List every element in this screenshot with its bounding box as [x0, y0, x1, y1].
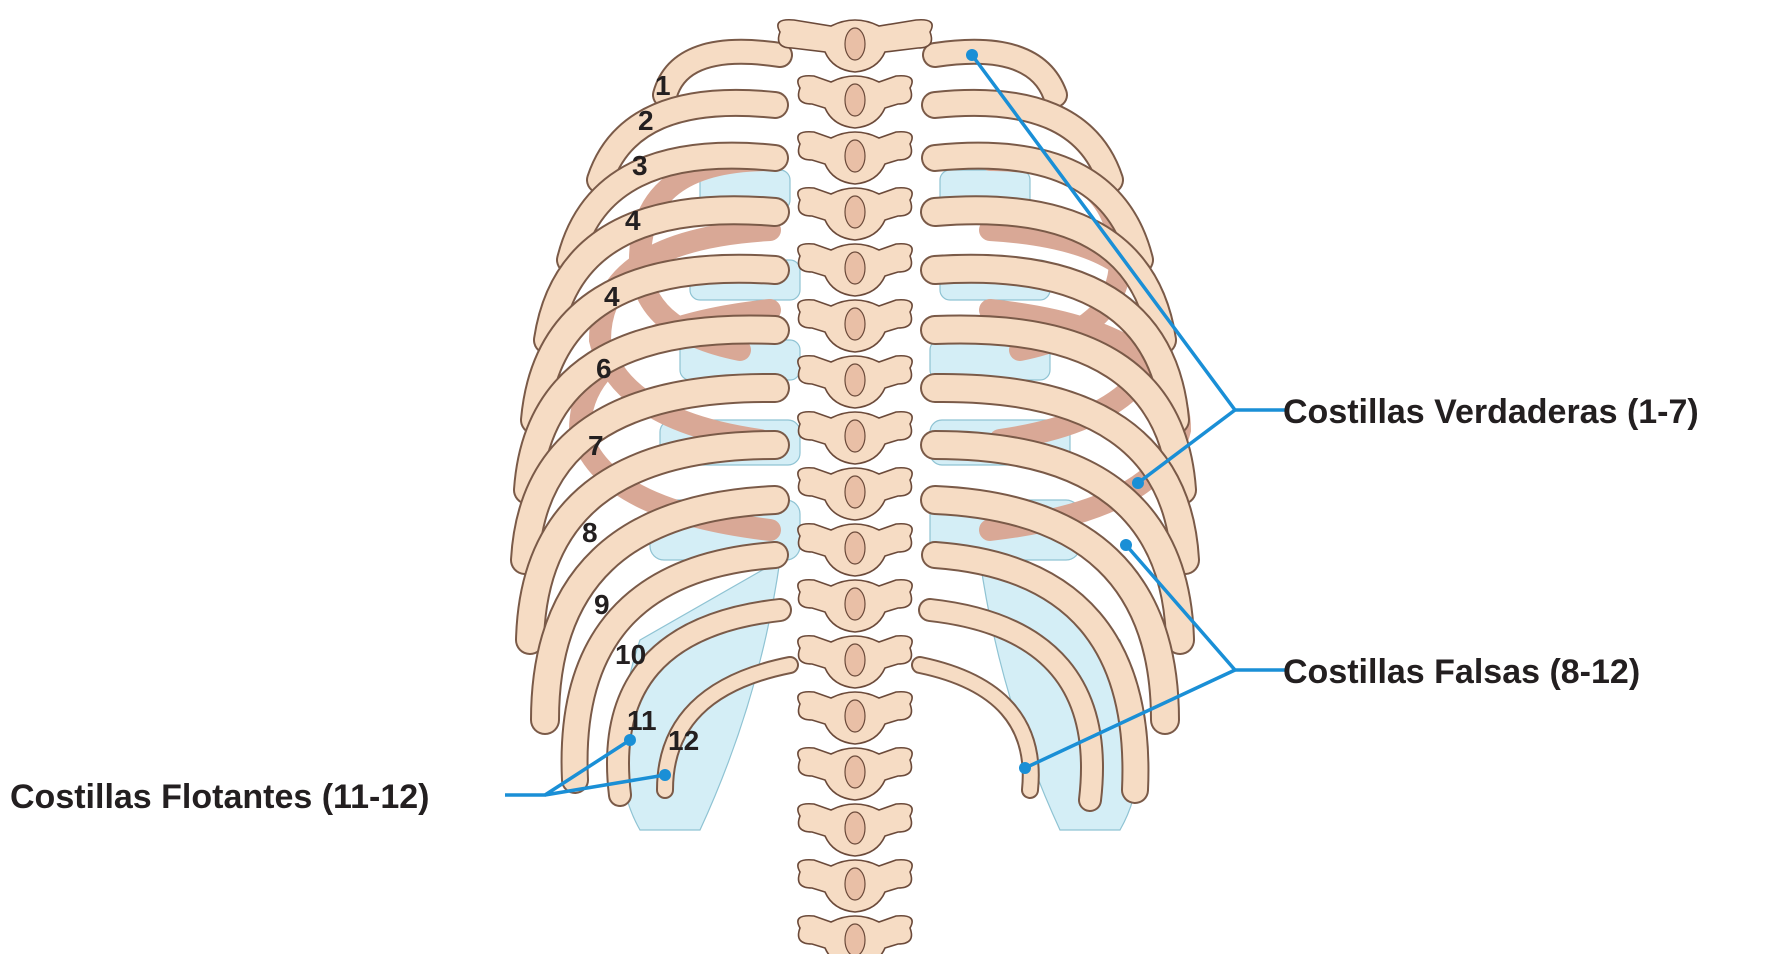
rib-number-2: 2 — [638, 105, 654, 136]
leader-dot-false-upper — [1120, 539, 1132, 551]
spinous-process — [845, 364, 865, 396]
rib-number-9: 9 — [594, 589, 610, 620]
leader-dot-floating-lower — [659, 769, 671, 781]
label-floating-ribs: Costillas Flotantes (11-12) — [10, 778, 429, 816]
rib-number-4: 4 — [625, 205, 641, 236]
rib-number-10: 10 — [615, 639, 646, 670]
rib-number-11: 11 — [627, 705, 657, 736]
rib-number-1: 1 — [655, 70, 671, 101]
spinous-process — [845, 588, 865, 620]
rib-number-12: 12 — [668, 725, 699, 756]
leader-dot-floating-upper — [624, 734, 636, 746]
spinous-process — [845, 476, 865, 508]
spinous-process — [845, 532, 865, 564]
spinous-process — [845, 812, 865, 844]
spinous-process — [845, 756, 865, 788]
spinous-process — [845, 252, 865, 284]
vertebral-column — [778, 20, 932, 954]
rib-number-5: 4 — [604, 281, 620, 312]
rib-number-7: 7 — [588, 430, 604, 461]
spinous-process — [845, 84, 865, 116]
spinous-process — [845, 868, 865, 900]
spinous-process — [845, 196, 865, 228]
spinous-process — [845, 644, 865, 676]
label-true-ribs: Costillas Verdaderas (1-7) — [1283, 393, 1699, 431]
label-false-ribs: Costillas Falsas (8-12) — [1283, 653, 1640, 691]
rib-number-8: 8 — [582, 517, 598, 548]
leader-dot-false-lower — [1019, 762, 1031, 774]
rib-number-6: 6 — [596, 353, 612, 384]
spinous-process — [845, 420, 865, 452]
leader-dot-true-lower — [1132, 477, 1144, 489]
rib-number-3: 3 — [632, 150, 648, 181]
spinous-process — [845, 28, 865, 60]
leader-dot-true-upper — [966, 49, 978, 61]
spinous-process — [845, 308, 865, 340]
spinous-process — [845, 700, 865, 732]
spinous-process — [845, 140, 865, 172]
spinous-process — [845, 924, 865, 954]
